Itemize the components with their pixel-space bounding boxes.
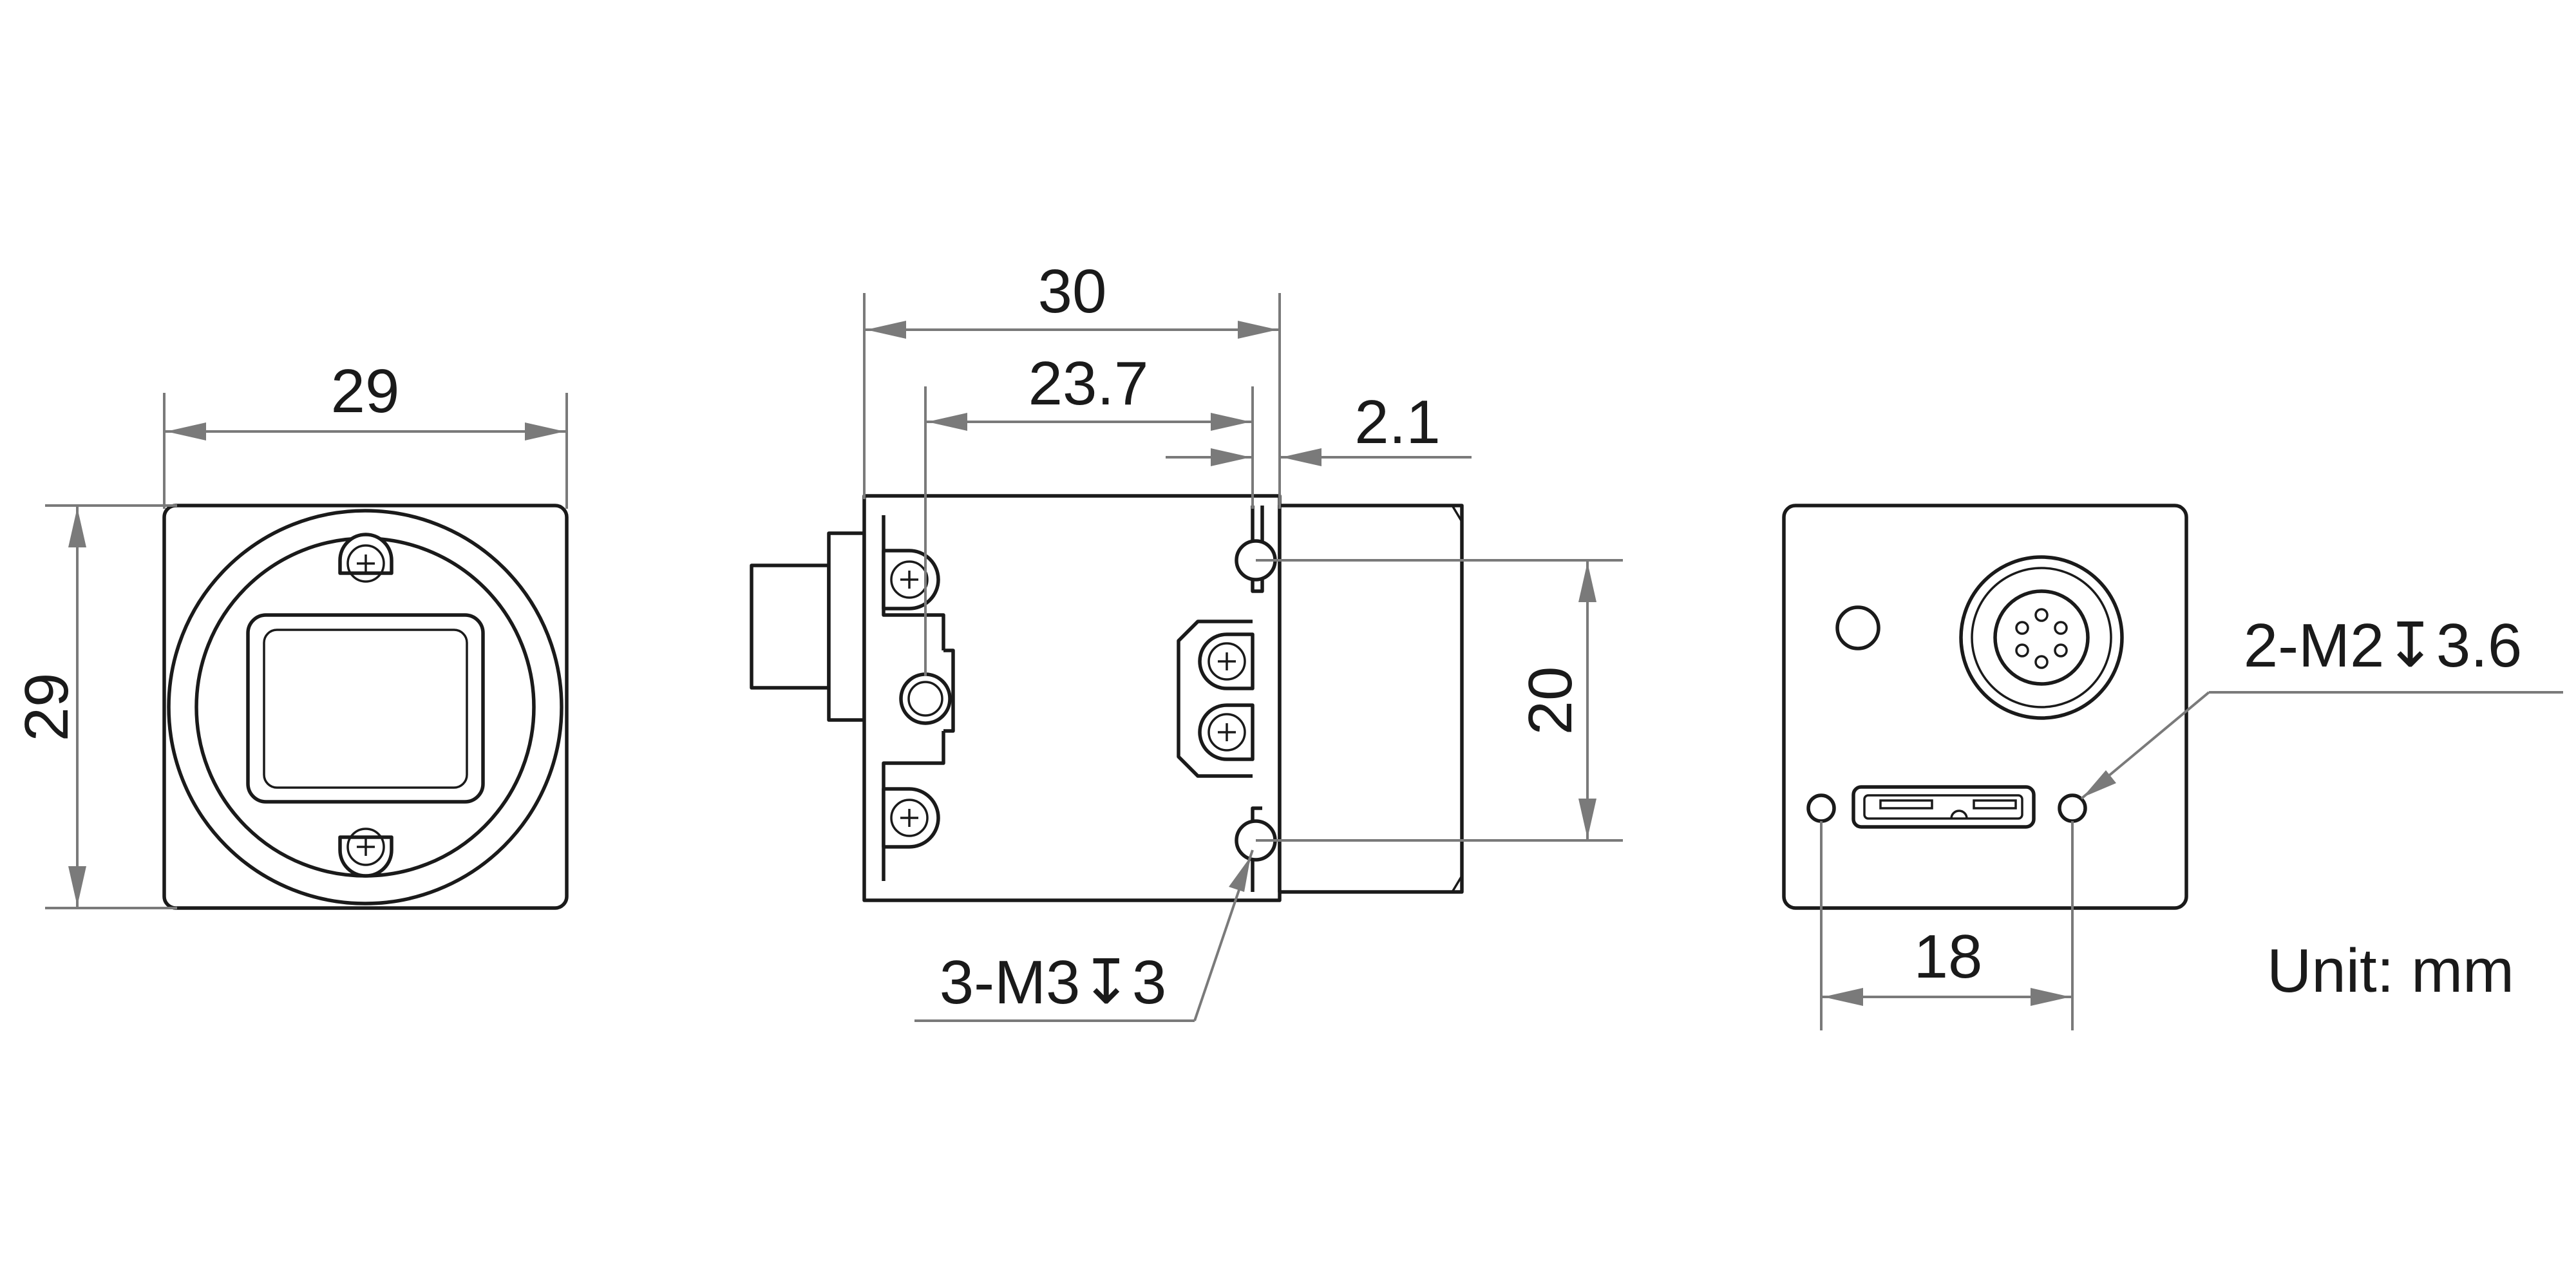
side-mount-offset-label: 23.7 bbox=[1028, 349, 1149, 418]
side-total-length-dimension: 30 bbox=[863, 257, 1281, 509]
rear-hole-spacing-label: 18 bbox=[1914, 922, 1983, 991]
front-height-label: 29 bbox=[12, 673, 81, 742]
rear-hole-callout-label: 2-M2↧3.6 bbox=[2244, 611, 2523, 680]
side-mount-offset-dimension: 23.7 bbox=[924, 349, 1254, 676]
front-housing bbox=[162, 504, 569, 910]
rear-indicator-hole bbox=[1835, 605, 1880, 650]
side-total-length-label: 30 bbox=[1038, 257, 1107, 326]
lens-mount-outer-ring bbox=[167, 509, 564, 905]
rear-usb3-port-icon bbox=[1852, 785, 2036, 829]
rear-housing bbox=[1782, 504, 2188, 910]
side-front-step-dimension: 2.1 bbox=[1166, 388, 1472, 466]
side-hole-callout: 3-M3↧3 bbox=[914, 849, 1254, 1022]
side-screw-top-icon bbox=[882, 549, 940, 611]
side-right-pocket bbox=[1177, 620, 1253, 778]
side-hole-callout-label: 3-M3↧3 bbox=[940, 948, 1167, 1017]
side-front-flange bbox=[1278, 504, 1464, 894]
front-width-label: 29 bbox=[331, 357, 400, 426]
front-view bbox=[162, 504, 569, 910]
side-cable-connector bbox=[750, 564, 831, 690]
side-screw-bottom-icon bbox=[882, 787, 940, 849]
rear-hole-spacing-dimension: 18 bbox=[1820, 821, 2074, 1030]
side-hole-spacing-label: 20 bbox=[1516, 667, 1585, 735]
side-center-hole-icon bbox=[899, 672, 952, 725]
side-front-flange-taper bbox=[1451, 505, 1463, 893]
front-bottom-screw-icon bbox=[338, 828, 393, 878]
side-front-step-label: 2.1 bbox=[1354, 388, 1440, 457]
sensor-window-inner bbox=[263, 629, 468, 789]
side-right-screw-top-icon bbox=[1198, 632, 1255, 690]
unit-note: Unit: mm bbox=[2267, 936, 2514, 1005]
rear-view bbox=[1782, 504, 2188, 910]
side-hole-spacing-dimension: 20 bbox=[1256, 559, 1623, 842]
side-connector-flange bbox=[827, 531, 866, 722]
front-top-screw-icon bbox=[338, 533, 393, 583]
rear-io-connector-icon bbox=[1959, 555, 2124, 720]
side-view bbox=[750, 494, 1464, 902]
rear-hole-callout: 2-M2↧3.6 bbox=[2080, 611, 2563, 800]
front-height-dimension: 29 bbox=[12, 504, 177, 909]
sensor-window-outer bbox=[246, 613, 485, 804]
front-width-dimension: 29 bbox=[163, 357, 568, 509]
side-right-screw-bottom-icon bbox=[1198, 703, 1255, 761]
side-hole-notch-bottom bbox=[1251, 806, 1262, 892]
